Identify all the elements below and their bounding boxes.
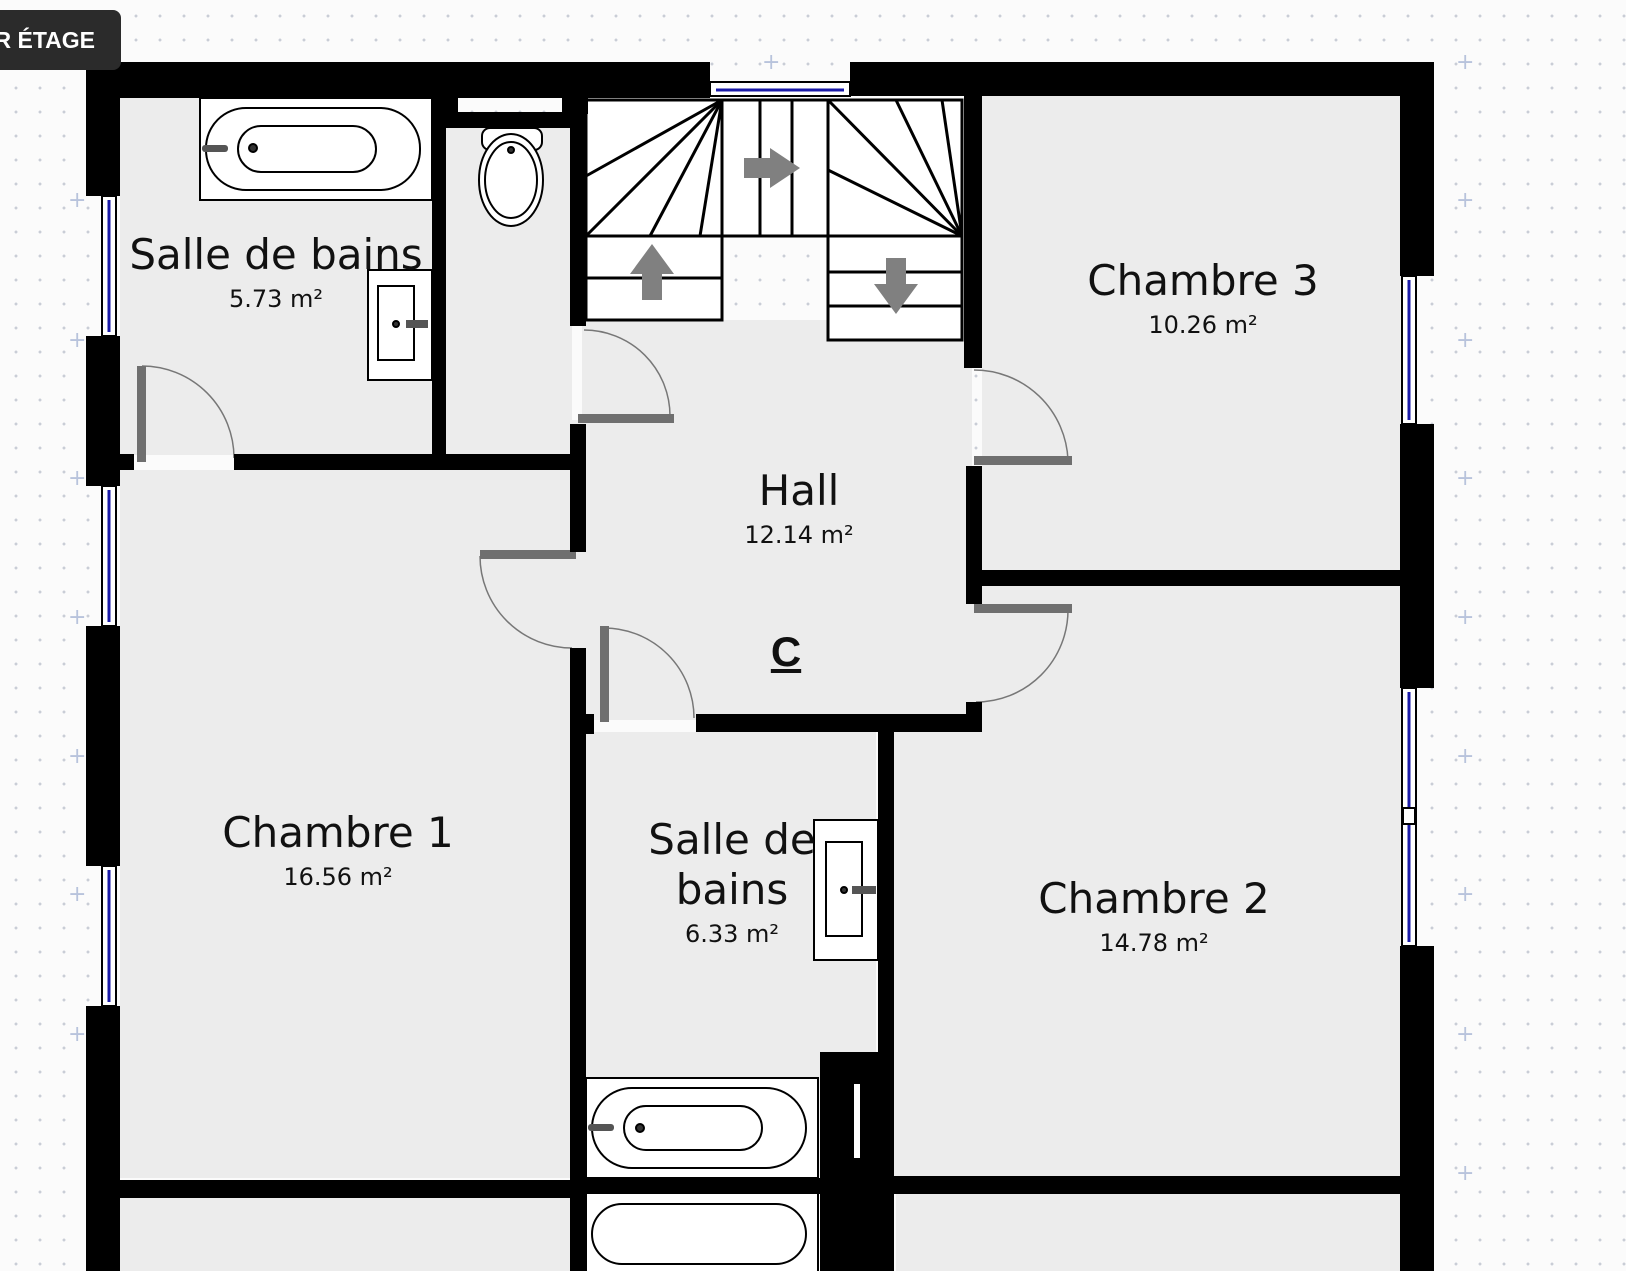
room-name: Chambre 3 <box>1087 256 1319 305</box>
toilet <box>478 127 544 227</box>
floor-chambre1 <box>120 470 572 1178</box>
bathtub-top <box>199 97 433 201</box>
room-name: Salle de bains <box>129 230 423 279</box>
bathtub-bottom <box>585 1077 819 1271</box>
floor-bottom-strip-right <box>896 1192 1402 1271</box>
arrow-up-icon <box>630 244 674 300</box>
room-name-line1: Salle de <box>648 815 816 864</box>
walls <box>86 62 1434 1271</box>
window-panes <box>107 88 1411 1002</box>
room-label-hall[interactable]: Hall 12.14 m² <box>744 466 853 550</box>
sink-bottom <box>813 819 879 961</box>
floor-chambre3 <box>982 96 1402 572</box>
room-area: 6.33 m² <box>684 920 780 948</box>
door-leaves <box>137 366 1072 722</box>
door-swings <box>141 329 1069 719</box>
room-area: 16.56 m² <box>283 863 393 891</box>
floor-chambre2 <box>894 586 1402 1178</box>
stair-arrows <box>630 148 918 314</box>
sink-top <box>367 269 433 381</box>
room-name-line2: bains <box>675 865 789 914</box>
room-area: 12.14 m² <box>744 521 854 549</box>
staircase <box>584 98 964 342</box>
room-label-bathroom-bottom[interactable]: Salle de bains 6.33 m² <box>648 815 815 949</box>
arrow-down-icon <box>874 258 918 314</box>
room-label-bathroom-top[interactable]: Salle de bains 5.73 m² <box>129 230 422 314</box>
floor-level-badge[interactable]: 1ER ÉTAGE <box>0 10 121 70</box>
room-name: Chambre 2 <box>1038 874 1270 923</box>
room-label-chambre2[interactable]: Chambre 2 14.78 m² <box>1038 874 1270 958</box>
room-label-chambre3[interactable]: Chambre 3 10.26 m² <box>1087 256 1319 340</box>
wall-slot <box>854 1084 860 1158</box>
room-label-chambre1[interactable]: Chambre 1 16.56 m² <box>222 808 454 892</box>
room-area: 10.26 m² <box>1148 311 1258 339</box>
floor-bottom-strip-left <box>120 1196 572 1271</box>
room-name: Chambre 1 <box>222 808 454 857</box>
room-name: Hall <box>758 466 840 515</box>
stair-right-flight <box>826 98 964 342</box>
floor-level-label: 1ER ÉTAGE <box>0 26 95 53</box>
arrow-right-icon <box>744 148 800 188</box>
room-area: 5.73 m² <box>228 285 324 313</box>
room-area: 14.78 m² <box>1099 929 1209 957</box>
stair-marker-label: C <box>770 628 802 675</box>
